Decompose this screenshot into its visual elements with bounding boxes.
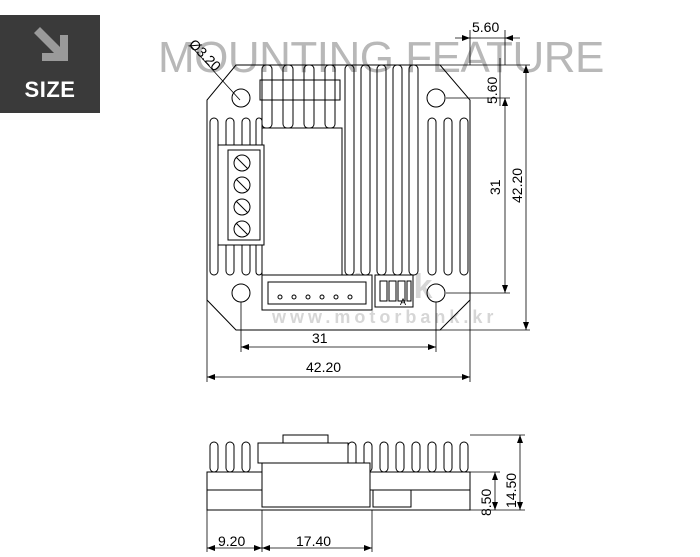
side-view-arrows: [207, 435, 523, 551]
side-view: [206, 434, 471, 511]
side-connector: [261, 462, 371, 508]
side-terminal: [257, 442, 349, 464]
dim-top-offset: 5.60: [472, 19, 499, 35]
side-switch: [372, 489, 412, 508]
arrow-down-right-icon: [34, 27, 68, 61]
dim-overall-width: 42.20: [306, 359, 341, 375]
dim-total-height: 14.50: [503, 473, 519, 508]
bottom-connector: [261, 274, 373, 311]
size-label: SIZE: [24, 77, 76, 102]
long-fins: [344, 64, 419, 276]
dim-hole-diameter: Ø3.20: [186, 36, 224, 74]
top-view: [206, 64, 471, 331]
side-fins: [209, 441, 469, 473]
dim-hole-pitch-horizontal: 31: [312, 330, 328, 346]
dim-right-offset: 5.60: [484, 77, 500, 104]
dim-body-height: 8.50: [478, 489, 494, 516]
top-view-arrows: [207, 35, 529, 380]
dim-side-offset: 9.20: [218, 533, 245, 549]
watermark-url: www.motorbank.kr: [271, 307, 497, 327]
terminal-block: [217, 144, 265, 246]
mounting-hole-tr: [426, 88, 446, 108]
dim-hole-pitch-vertical: 31: [487, 179, 503, 195]
mounting-hole-tl: [231, 88, 251, 108]
top-view-dimensions: [189, 30, 530, 382]
size-badge: SIZE: [0, 15, 100, 113]
side-connector-cap: [282, 434, 329, 444]
dim-overall-height: 42.20: [509, 168, 525, 203]
right-fins: [427, 117, 469, 276]
section-heading: MOUNTING FEATURE: [158, 33, 604, 82]
connector-mark: A: [400, 297, 406, 307]
top-fins: [259, 64, 341, 129]
pcb-area: [261, 127, 343, 276]
mounting-hole-bl: [231, 283, 251, 303]
dim-connector-length: 17.40: [296, 533, 331, 549]
side-view-dimensions: [206, 434, 525, 552]
dip-switch: [374, 274, 414, 308]
